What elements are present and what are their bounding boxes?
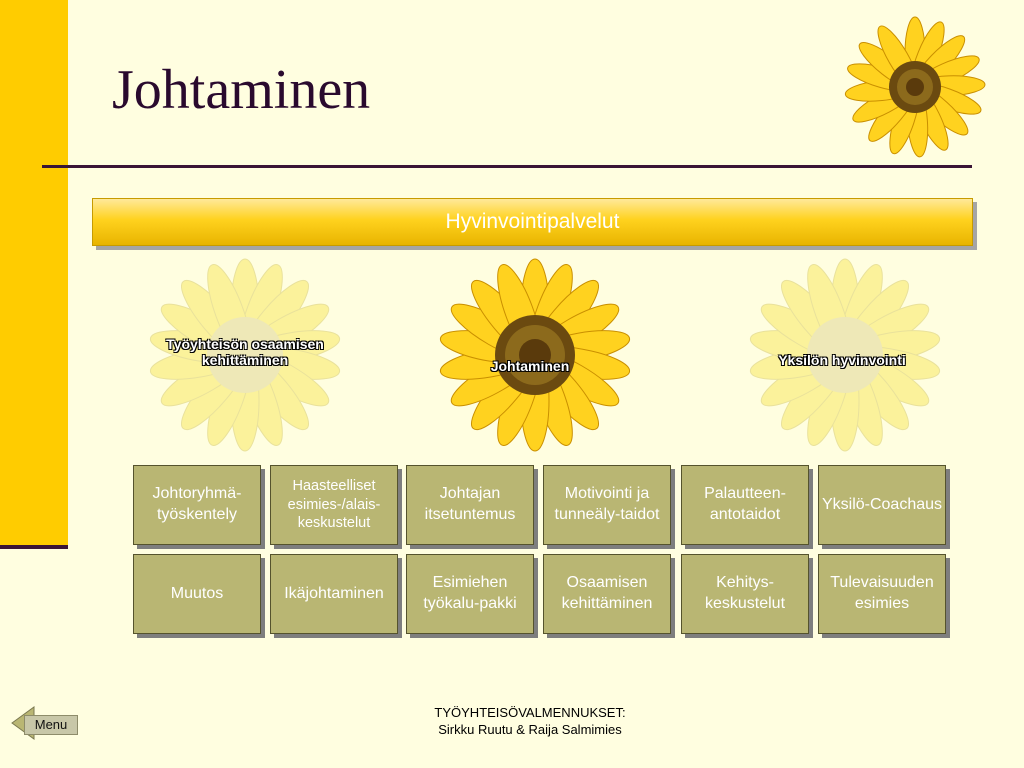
footer-line-1: TYÖYHTEISÖVALMENNUKSET: [434, 705, 626, 720]
sunflower-center-icon [439, 258, 631, 452]
topic-box[interactable]: Johtoryhmä-työskentely [133, 465, 261, 545]
topic-box[interactable]: Haasteelliset esimies-/alais-keskustelut [270, 465, 398, 545]
sunflower-left-icon [149, 258, 341, 452]
topic-box[interactable]: Kehitys-keskustelut [681, 554, 809, 634]
slide-title: Johtaminen [112, 59, 371, 121]
sunflower-logo-icon [844, 16, 986, 158]
flower-label-right: Yksilön hyvinvointi [778, 352, 906, 368]
topic-box[interactable]: Muutos [133, 554, 261, 634]
topic-box[interactable]: Motivointi ja tunneäly-taidot [543, 465, 671, 545]
topic-box[interactable]: Esimiehen työkalu-pakki [406, 554, 534, 634]
flower-label-center: Johtaminen [490, 358, 570, 374]
topic-box[interactable]: Tulevaisuuden esimies [818, 554, 946, 634]
topic-box[interactable]: Johtajan itsetuntemus [406, 465, 534, 545]
footer: TYÖYHTEISÖVALMENNUKSET: Sirkku Ruutu & R… [380, 705, 680, 739]
left-accent-rule [0, 545, 68, 549]
topic-box[interactable]: Ikäjohtaminen [270, 554, 398, 634]
menu-button-label: Menu [24, 715, 78, 735]
menu-button[interactable]: Menu [10, 705, 78, 741]
flower-label-left: Työyhteisön osaamisen kehittäminen [166, 336, 324, 369]
sunflower-right-icon [749, 258, 941, 452]
footer-line-2: Sirkku Ruutu & Raija Salmimies [438, 721, 622, 737]
title-divider [42, 165, 972, 168]
topic-box[interactable]: Yksilö-Coachaus [818, 465, 946, 545]
category-banner: Hyvinvointipalvelut [92, 198, 973, 246]
topic-box[interactable]: Osaamisen kehittäminen [543, 554, 671, 634]
left-accent-bar [0, 0, 68, 545]
topic-box[interactable]: Palautteen-antotaidot [681, 465, 809, 545]
